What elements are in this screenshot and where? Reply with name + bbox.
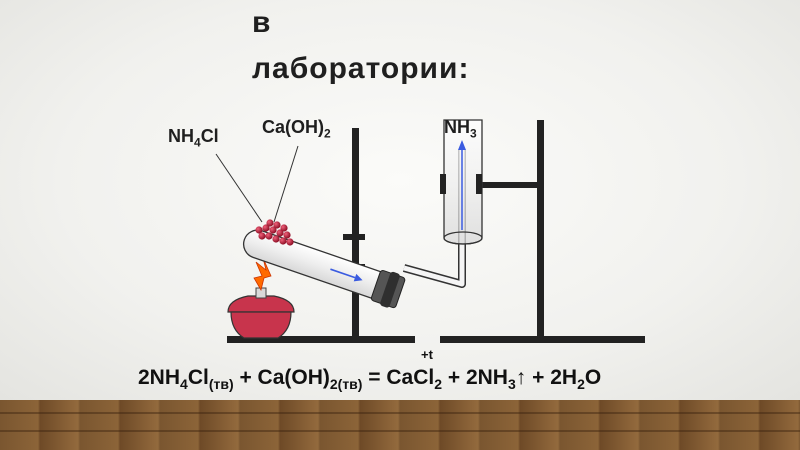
apparatus-diagram <box>215 119 645 343</box>
nh3-label: NH3 <box>444 117 477 141</box>
slide-title-line1: в <box>252 6 272 39</box>
reagent-beads <box>255 219 294 246</box>
flame-icon <box>253 257 272 292</box>
slide-background <box>0 0 800 400</box>
collecting-tube <box>440 119 483 245</box>
heating-condition: +t <box>421 347 433 362</box>
test-tube <box>242 229 406 309</box>
nh4cl-leader-line <box>215 153 263 223</box>
caoh2-label: Ca(OH)2 <box>262 117 331 141</box>
wooden-floor <box>0 400 800 450</box>
slide-title-line2: лаборатории: <box>252 52 470 85</box>
nh4cl-label: NH4Cl <box>168 126 219 150</box>
caoh2-leader-line <box>273 145 299 223</box>
right-stand <box>440 120 645 343</box>
reaction-equation: 2NH4Cl(тв) + Ca(OH)2(тв) = CaCl2 + 2NH3↑… <box>138 366 602 393</box>
spirit-lamp <box>227 287 295 339</box>
left-stand <box>227 128 415 343</box>
